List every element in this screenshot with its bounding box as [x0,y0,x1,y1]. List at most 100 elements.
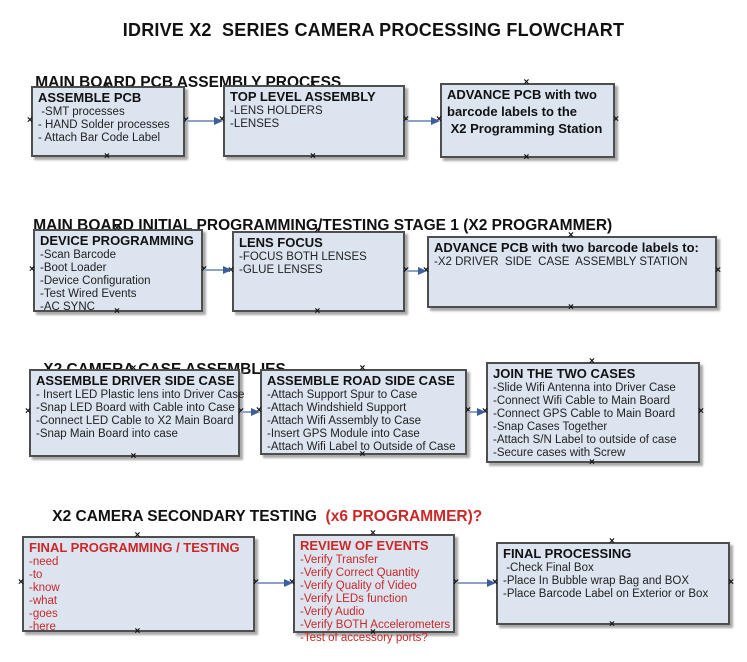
anchor-handle-icon: × [370,528,376,539]
box-item: -LENSES [230,118,280,130]
anchor-handle-icon: × [310,79,316,90]
anchor-handle-icon: × [134,530,141,541]
box-item: -Verify Quality of Video [300,580,417,592]
arrow-shaft [456,582,492,584]
anchor-handle-icon: × [104,80,110,91]
box-item: -Insert GPS Module into Case [267,428,420,440]
anchor-handle-icon: × [104,151,110,162]
anchor-handle-icon: × [715,265,721,276]
flow-box-top-level-assembly: TOP LEVEL ASSEMBLY -LENS HOLDERS -LENSES… [219,80,409,162]
box-item: -Verify Correct Quantity [300,567,420,579]
arrow-final-programming-to-review [256,579,293,587]
arrow-driver-case-to-road-case [241,408,260,416]
box-item: -Slide Wifi Antenna into Driver Case [493,382,676,394]
box-item: - Insert LED Plastic lens into Driver Ca… [36,389,245,401]
flow-box-final-processing: FINAL PROCESSING -Check Final Box -Place… [492,537,734,630]
arrow-top-level-to-advance-pcb [406,117,440,125]
box-item: -Attach Wifi Label to Outside of Case [267,441,456,453]
box-item: -here [29,621,56,633]
box-item: - HAND Solder processes [38,119,170,131]
box-title: ASSEMBLE ROAD SIDE CASE [267,373,455,388]
box-item: -Attach Wifi Assembly to Case [267,415,422,427]
box-item: -Snap Cases Together [493,421,608,433]
arrow-shaft [468,411,482,413]
flow-box-review-of-events: REVIEW OF EVENTS -Verify Transfer -Verif… [289,529,459,645]
anchor-handle-icon: × [728,576,734,588]
anchor-handle-icon: × [359,363,366,374]
box-item: -SMT processes [38,106,125,118]
anchor-handle-icon: × [403,115,409,125]
arrow-shaft [406,120,436,122]
arrow-shaft [256,582,289,584]
anchor-handle-icon: × [29,263,35,275]
anchor-handle-icon: × [370,627,376,638]
box-item: -Device Configuration [40,275,151,287]
arrow-head-icon [418,267,427,275]
arrow-head-icon [431,117,440,125]
box-title: REVIEW OF EVENTS [300,538,429,553]
box-title: ADVANCE PCB with two [447,87,597,102]
flow-box-lens-focus: LENS FOCUS -FOCUS BOTH LENSES -GLUE LENS… [228,226,409,317]
section-heading-secondary-testing: X2 CAMERA SECONDARY TESTING (x6 PROGRAMM… [35,490,482,526]
anchor-handle-icon: × [359,449,366,460]
box-item: -Attach S/N Label to outside of case [493,434,677,446]
flow-box-final-programming-testing: FINAL PROGRAMMING / TESTING -need -to -k… [18,531,259,637]
box-item: -Attach Support Spur to Case [267,389,418,401]
section-heading-text: X2 CAMERA SECONDARY TESTING [52,508,317,525]
box-item: barcode labels to the [447,104,578,119]
box-title: JOIN THE TWO CASES [493,366,636,381]
box-item: -goes [29,608,58,620]
arrow-head-icon [251,408,260,416]
box-item: -Snap LED Board with Cable into Case [36,402,235,414]
box-item: -Connect LED Cable to X2 Main Board [36,415,234,427]
anchor-handle-icon: × [27,114,33,126]
box-title: DEVICE PROGRAMMING [40,233,194,248]
anchor-handle-icon: × [568,230,574,241]
box-item: -Place Barcode Label on Exterior or Box [503,588,709,600]
box-item: -Verify Audio [300,606,365,618]
box-item: -FOCUS BOTH LENSES [239,251,367,263]
box-title: ASSEMBLE PCB [38,90,142,105]
flow-box-assemble-driver-side-case: ASSEMBLE DRIVER SIDE CASE - Insert LED P… [25,364,245,462]
flow-box-join-the-two-cases: JOIN THE TWO CASES -Slide Wifi Antenna i… [482,357,704,468]
box-title: FINAL PROGRAMMING / TESTING [29,540,240,555]
box-item: -GLUE LENSES [239,264,323,276]
anchor-handle-icon: × [568,302,574,313]
arrow-lens-focus-to-advance-pcb [406,267,427,275]
box-item: -LENS HOLDERS [230,105,323,117]
box-item: -Connect Wifi Cable to Main Board [493,395,671,407]
anchor-handle-icon: × [25,406,31,417]
box-item: -AC SYNC [40,301,95,313]
box-title: LENS FOCUS [239,235,323,250]
anchor-handle-icon: × [114,223,120,234]
anchor-handle-icon: × [609,536,615,547]
box-item: -Scan Barcode [40,249,117,261]
anchor-handle-icon: × [698,405,704,417]
flow-box-device-programming: DEVICE PROGRAMMING -Scan Barcode -Boot L… [29,224,207,317]
anchor-handle-icon: × [130,363,137,374]
arrow-assemble-pcb-to-top-level [186,117,223,125]
arrow-head-icon [477,408,486,416]
arrow-head-icon [487,579,496,587]
flow-box-advance-pcb-programming-station: ADVANCE PCB with two barcode labels to t… [436,78,619,163]
arrow-shaft [406,270,423,272]
box-item-overflow: -Test of accessory ports? [300,632,428,644]
box-item: -X2 DRIVER SIDE CASE ASSEMBLY STATION [434,256,688,268]
anchor-handle-icon: × [310,151,316,162]
box-item: -Connect GPS Cable to Main Board [493,408,676,420]
anchor-handle-icon: × [523,77,530,88]
anchor-handle-icon: × [589,457,595,468]
box-title: ASSEMBLE DRIVER SIDE CASE [36,373,235,388]
box-item: X2 Programming Station [447,121,603,136]
anchor-handle-icon: × [523,152,530,163]
page-title: IDRIVE X2 SERIES CAMERA PROCESSING FLOWC… [122,20,625,40]
box-title: TOP LEVEL ASSEMBLY [230,89,376,104]
anchor-handle-icon: × [18,577,24,588]
box-item: -know [29,582,60,594]
arrow-head-icon [223,266,232,274]
box-item: -Verify Transfer [300,554,378,566]
arrow-road-case-to-join-cases [468,408,486,416]
arrow-shaft [241,411,256,413]
flow-box-assemble-road-side-case: ASSEMBLE ROAD SIDE CASE -Attach Support … [256,364,471,460]
